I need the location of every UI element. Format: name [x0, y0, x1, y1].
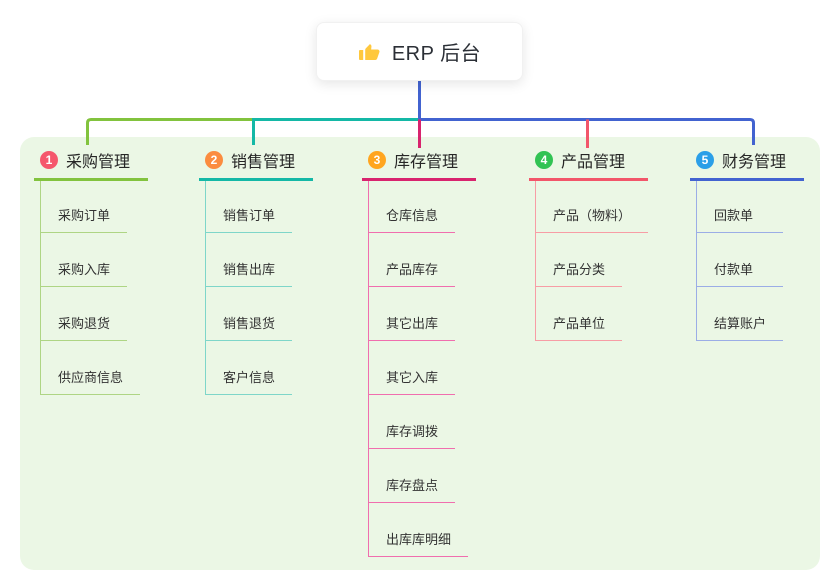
tree-node[interactable]: 出库库明细	[369, 503, 469, 557]
tree-node[interactable]: 供应商信息	[41, 341, 141, 395]
tree-node-label: 产品单位	[553, 316, 606, 331]
branch-number-badge: 5	[696, 151, 714, 169]
tree-node-label: 采购退货	[58, 316, 111, 331]
tree-node-label: 库存调拨	[386, 424, 439, 439]
tree-node-label: 仓库信息	[386, 208, 439, 223]
tree-node[interactable]: 产品库存	[369, 233, 456, 287]
branch-label: 产品管理	[561, 154, 626, 171]
tree-node[interactable]: 回款单	[697, 181, 783, 233]
tree-node-label: 结算账户	[714, 316, 767, 331]
tree-node-label: 供应商信息	[58, 370, 124, 385]
tree-node-label: 采购入库	[58, 262, 111, 277]
tree-node-label: 库存盘点	[386, 478, 439, 493]
tree-node[interactable]: 客户信息	[206, 341, 293, 395]
tree-node-label: 销售退货	[223, 316, 276, 331]
tree-node[interactable]: 产品（物料）	[536, 181, 649, 233]
thumbs-up-icon	[358, 40, 382, 64]
root-title: ERP 后台	[391, 43, 482, 65]
tree-node[interactable]: 仓库信息	[369, 181, 456, 233]
branch-children: 仓库信息产品库存其它出库其它入库库存调拨库存盘点出库库明细	[368, 181, 476, 557]
tree-node-label: 其它出库	[386, 316, 439, 331]
tree-node[interactable]: 销售订单	[206, 181, 293, 233]
branch-header[interactable]: 3 库存管理	[362, 148, 476, 181]
branch-2: 2 销售管理 销售订单销售出库销售退货客户信息	[199, 148, 313, 395]
tree-node-label: 出库库明细	[386, 532, 452, 547]
root-node[interactable]: ERP 后台	[316, 22, 523, 81]
tree-node[interactable]: 销售出库	[206, 233, 293, 287]
branch-number-badge: 3	[368, 151, 386, 169]
branch-children: 回款单付款单结算账户	[696, 181, 804, 341]
branch-label: 财务管理	[722, 154, 787, 171]
tree-node[interactable]: 付款单	[697, 233, 783, 287]
tree-node[interactable]: 采购订单	[41, 181, 128, 233]
branch-label: 采购管理	[66, 154, 131, 171]
tree-node-label: 付款单	[714, 262, 754, 277]
tree-node[interactable]: 库存调拨	[369, 395, 456, 449]
branch-number-badge: 4	[535, 151, 553, 169]
branch-label: 库存管理	[394, 154, 459, 171]
branch-children: 销售订单销售出库销售退货客户信息	[205, 181, 313, 395]
tree-node[interactable]: 库存盘点	[369, 449, 456, 503]
tree-node-label: 产品（物料）	[553, 208, 632, 223]
branch-children: 采购订单采购入库采购退货供应商信息	[40, 181, 148, 395]
tree-node-label: 销售订单	[223, 208, 276, 223]
tree-node-label: 销售出库	[223, 262, 276, 277]
branch-header[interactable]: 5 财务管理	[690, 148, 804, 181]
tree-node[interactable]: 产品单位	[536, 287, 623, 341]
tree-node[interactable]: 销售退货	[206, 287, 293, 341]
tree-node-label: 产品分类	[553, 262, 606, 277]
branch-header[interactable]: 2 销售管理	[199, 148, 313, 181]
branch-4: 4 产品管理 产品（物料） 产品分类产品单位	[529, 148, 649, 341]
branch-header[interactable]: 4 产品管理	[529, 148, 649, 181]
branch-5: 5 财务管理 回款单付款单结算账户	[690, 148, 804, 341]
tree-node-label: 回款单	[714, 208, 754, 223]
tree-node[interactable]: 采购入库	[41, 233, 128, 287]
tree-node-label: 客户信息	[223, 370, 276, 385]
tree-node[interactable]: 产品分类	[536, 233, 623, 287]
branch-number-badge: 1	[40, 151, 58, 169]
branch-number-badge: 2	[205, 151, 223, 169]
branch-3: 3 库存管理 仓库信息产品库存其它出库其它入库库存调拨库存盘点出库库明细	[362, 148, 476, 557]
tree-node[interactable]: 结算账户	[697, 287, 784, 341]
tree-node-label: 其它入库	[386, 370, 439, 385]
tree-node-label: 采购订单	[58, 208, 111, 223]
tree-node[interactable]: 其它出库	[369, 287, 456, 341]
mindmap-board	[20, 137, 820, 570]
branch-1: 1 采购管理 采购订单采购入库采购退货供应商信息	[34, 148, 148, 395]
tree-node-label: 产品库存	[386, 262, 439, 277]
branch-header[interactable]: 1 采购管理	[34, 148, 148, 181]
tree-node[interactable]: 其它入库	[369, 341, 456, 395]
branch-children: 产品（物料） 产品分类产品单位	[535, 181, 649, 341]
tree-node[interactable]: 采购退货	[41, 287, 128, 341]
branch-label: 销售管理	[231, 154, 296, 171]
